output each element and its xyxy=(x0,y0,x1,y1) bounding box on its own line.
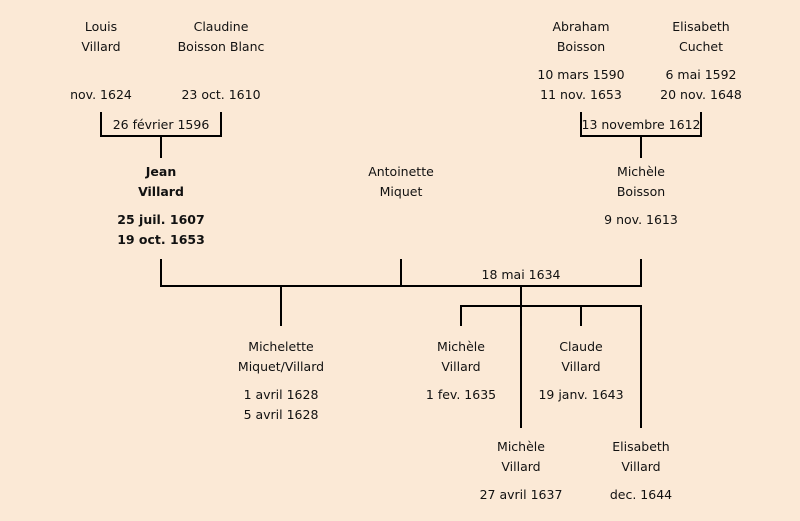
person-michele-villard-1635: Michèle Villard 1 fev. 1635 xyxy=(381,337,541,405)
death-date: 11 nov. 1653 xyxy=(540,87,622,102)
first-name: Jean xyxy=(145,164,177,179)
person-elisabeth-villard: Elisabeth Villard dec. 1644 xyxy=(561,437,721,505)
person-louis-villard: Louis Villard nov. 1624 xyxy=(21,17,181,105)
birth-date: 10 mars 1590 xyxy=(537,67,625,82)
last-name: Villard xyxy=(501,459,541,474)
birth-date: 6 mai 1592 xyxy=(665,67,737,82)
person-elisabeth-cuchet: Elisabeth Cuchet 6 mai 1592 20 nov. 1648 xyxy=(621,17,781,105)
last-name: Boisson Blanc xyxy=(177,39,265,54)
first-name: Michèle xyxy=(437,339,485,354)
person-jean-villard: Jean Villard 25 juil. 1607 19 oct. 1653 xyxy=(81,162,241,250)
last-name: Boisson xyxy=(616,184,666,199)
first-name: Michèle xyxy=(617,164,665,179)
birth-date: 19 janv. 1643 xyxy=(538,387,624,402)
first-name: Abraham xyxy=(552,19,610,34)
person-claude-villard: Claude Villard 19 janv. 1643 xyxy=(501,337,661,405)
birth-date: 1 avril 1628 xyxy=(243,387,319,402)
death-date: 23 oct. 1610 xyxy=(181,87,261,102)
first-name: Elisabeth xyxy=(612,439,670,454)
first-name: Claudine xyxy=(193,19,249,34)
birth-date: 1 fev. 1635 xyxy=(425,387,497,402)
death-date: 19 oct. 1653 xyxy=(117,232,205,247)
last-name: Villard xyxy=(561,359,601,374)
first-name: Michelette xyxy=(248,339,314,354)
person-michele-villard-1637: Michèle Villard 27 avril 1637 xyxy=(441,437,601,505)
last-name: Villard xyxy=(441,359,481,374)
birth-date xyxy=(141,65,301,85)
last-name: Boisson xyxy=(556,39,606,54)
person-michelette-miquet-villard: Michelette Miquet/Villard 1 avril 1628 5… xyxy=(201,337,361,425)
person-claudine-boisson-blanc: Claudine Boisson Blanc 23 oct. 1610 xyxy=(141,17,301,105)
death-date: nov. 1624 xyxy=(70,87,132,102)
death-date: 5 avril 1628 xyxy=(243,407,319,422)
first-name: Elisabeth xyxy=(672,19,730,34)
marriage-date-jean-michele: 18 mai 1634 xyxy=(481,267,561,282)
first-name: Claude xyxy=(559,339,603,354)
death-date: 20 nov. 1648 xyxy=(660,87,742,102)
last-name: Villard xyxy=(81,39,121,54)
person-abraham-boisson: Abraham Boisson 10 mars 1590 11 nov. 165… xyxy=(501,17,661,105)
first-name: Antoinette xyxy=(368,164,434,179)
birth-date: dec. 1644 xyxy=(609,487,673,502)
birth-date: 27 avril 1637 xyxy=(479,487,563,502)
last-name: Miquet xyxy=(379,184,423,199)
birth-date: 25 juil. 1607 xyxy=(117,212,205,227)
last-name: Villard xyxy=(138,184,184,199)
last-name: Villard xyxy=(621,459,661,474)
last-name: Miquet/Villard xyxy=(237,359,325,374)
person-michele-boisson: Michèle Boisson 9 nov. 1613 xyxy=(561,162,721,230)
person-antoinette-miquet: Antoinette Miquet xyxy=(321,162,481,202)
marriage-date-louis-claudine: 26 février 1596 xyxy=(112,117,210,132)
birth-date: 9 nov. 1613 xyxy=(604,212,678,227)
last-name: Cuchet xyxy=(678,39,724,54)
first-name: Michèle xyxy=(497,439,545,454)
first-name: Louis xyxy=(84,19,118,34)
marriage-date-abraham-elisabeth: 13 novembre 1612 xyxy=(581,117,701,132)
